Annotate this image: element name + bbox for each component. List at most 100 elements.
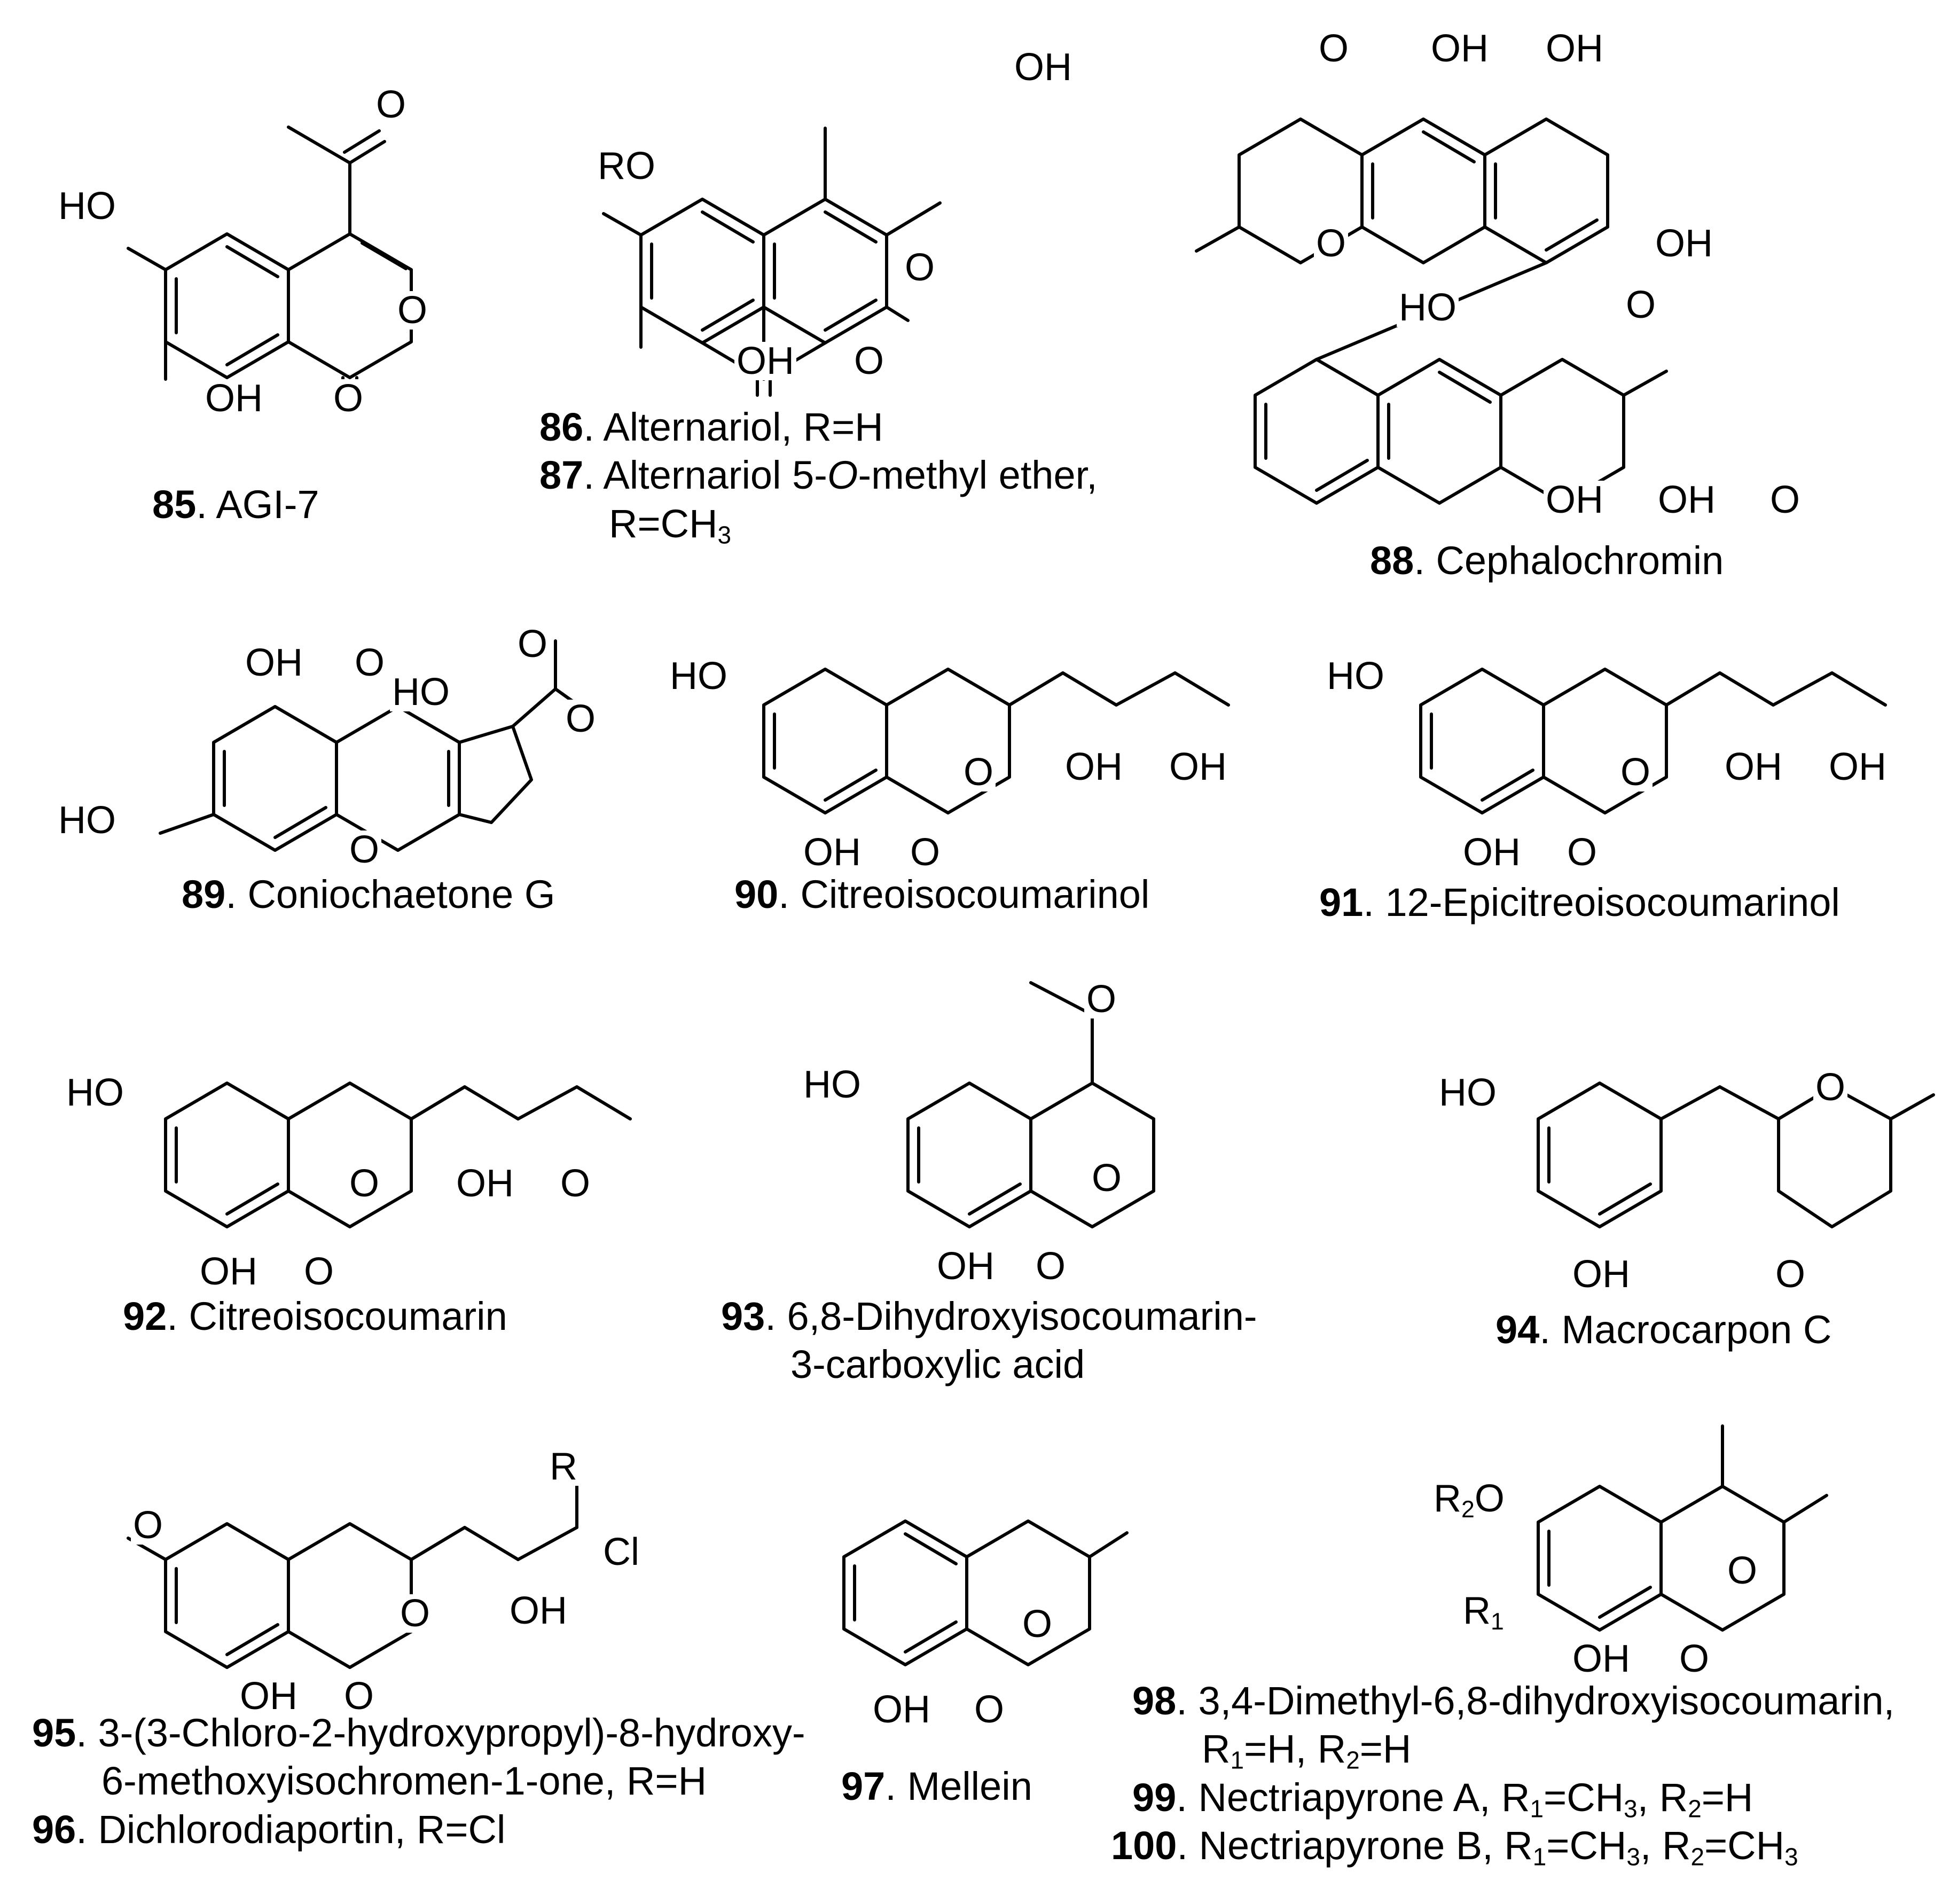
caption-93: 93. 6,8-Dihydroxyisocoumarin- 3-carboxyl… (721, 1294, 1257, 1387)
atom-97-carbonyl-o: O (972, 1690, 1007, 1729)
atom-92-ho: HO (64, 1074, 126, 1112)
atom-93-ring-o: O (1090, 1159, 1124, 1197)
caption-87-line2: R=CH3 (609, 501, 732, 549)
atom-94-ho: HO (1437, 1074, 1499, 1112)
atom-90-oh2: OH (1167, 748, 1229, 786)
atom-98-ring-o: O (1725, 1552, 1760, 1590)
atom-88-o-top: O (1317, 29, 1351, 68)
atom-89-ho: HO (390, 673, 452, 711)
structure-97 (842, 1519, 1129, 1666)
caption-92: 92. Citreoisocoumarin (123, 1294, 507, 1338)
atom-89-o-ketone: O (353, 644, 387, 682)
atom-89-ho-left: HO (56, 801, 118, 840)
atom-97-ring-o: O (1020, 1605, 1055, 1643)
structure-90 (762, 668, 1230, 814)
atom-92-ring-o: O (347, 1164, 382, 1203)
atom-88-oh-top2: OH (1544, 29, 1606, 68)
atom-91-oh1: OH (1722, 748, 1784, 786)
caption-91: 91. 12-Epicitreoisocoumarinol (1319, 880, 1840, 924)
atom-85-oh: OH (203, 379, 265, 418)
atom-89-ester-o: O (515, 625, 550, 663)
caption-86-87: 86. Alternariol, R=H 87. Alternariol 5-O… (539, 403, 1098, 548)
atom-86-carbonyl-o: O (852, 342, 887, 380)
structure-85 (127, 126, 413, 397)
caption-98-line2: R1=H, R2=H (1202, 1727, 1412, 1774)
atom-86-ring-o: O (903, 248, 937, 287)
atom-92-oh: OH (454, 1164, 516, 1203)
atom-85-ring-o: O (395, 291, 430, 330)
atom-92-oh-bottom: OH (198, 1252, 260, 1291)
atom-91-carbonyl-o: O (1565, 833, 1600, 872)
atom-98-oh: OH (1570, 1640, 1632, 1678)
structure-94 (1537, 1082, 1935, 1228)
atom-92-ketone-o: O (558, 1164, 593, 1203)
caption-87: 87. Alternariol 5-O-methyl ether, (539, 453, 1098, 498)
structure-95-96 (127, 1472, 578, 1669)
atom-89-oh: OH (243, 644, 305, 682)
atom-85-acetyl-o: O (374, 85, 409, 124)
atom-91-oh2: OH (1827, 748, 1889, 786)
atom-95-r: R (547, 1447, 580, 1486)
atom-95-methoxy-o: O (131, 1506, 166, 1545)
atom-94-oh: OH (1570, 1255, 1632, 1294)
caption-99: 99. Nectriapyrone A, R1=CH3, R2=H (1132, 1775, 1753, 1822)
atom-90-oh1: OH (1063, 748, 1125, 786)
atom-90-ho: HO (668, 657, 730, 695)
atom-86-oh: OH (1012, 48, 1074, 87)
atom-95-oh-bottom: OH (238, 1677, 300, 1715)
atom-85-carbonyl-o: O (331, 379, 366, 418)
caption-85: 85. AGI-7 (152, 482, 319, 527)
atom-90-oh-bottom: OH (801, 833, 863, 872)
atom-95-carbonyl-o: O (342, 1677, 377, 1715)
atom-93-carbonyl-o: O (1033, 1247, 1068, 1286)
structure-89 (159, 639, 594, 852)
structure-91 (1419, 668, 1887, 814)
atom-88-oh-bot2: OH (1656, 481, 1718, 519)
caption-98: 98. 3,4-Dimethyl-6,8-dihydroxyisocoumari… (1132, 1679, 1895, 1723)
caption-89: 89. Coniochaetone G (182, 872, 555, 916)
caption-96: 96. Dichlorodiaportin, R=Cl (32, 1807, 506, 1852)
atom-91-ho: HO (1325, 657, 1387, 695)
atom-88-o-bot: O (1768, 481, 1803, 519)
atom-94-o: O (1773, 1255, 1808, 1294)
structure-98-100 (1537, 1424, 1828, 1632)
structure-92 (164, 1082, 632, 1228)
caption-86: 86. Alternariol, R=H (539, 405, 883, 449)
atom-98-carbonyl-o: O (1677, 1640, 1712, 1678)
caption-98-100: 98. 3,4-Dimethyl-6,8-dihydroxyisocoumari… (1111, 1677, 1894, 1870)
atom-91-ring-o: O (1618, 753, 1653, 792)
atom-88-ring-o1: O (1314, 224, 1349, 263)
atom-90-ring-o: O (961, 753, 996, 792)
atom-88-ring-o2: O (1624, 286, 1658, 324)
atom-91-oh-bottom: OH (1461, 833, 1523, 872)
atom-95-oh: OH (507, 1592, 569, 1630)
caption-95: 95. 3-(3-Chloro-2-hydroxypropyl)-8-hydro… (32, 1711, 805, 1755)
atom-86-ro: RO (596, 147, 657, 185)
atom-95-ring-o: O (398, 1594, 433, 1633)
atom-93-acetyl-o: O (1084, 980, 1119, 1018)
atom-89-ring-o: O (347, 830, 382, 869)
atom-92-carbonyl-o: O (302, 1252, 336, 1291)
atom-95-cl: Cl (601, 1533, 641, 1571)
caption-94: 94. Macrocarpon C (1495, 1307, 1832, 1352)
caption-100: 100. Nectriapyrone B, R1=CH3, R2=CH3 (1111, 1823, 1798, 1871)
atom-97-oh: OH (871, 1690, 933, 1729)
atom-88-oh-top1: OH (1429, 29, 1491, 68)
atom-98-r1: R1 (1461, 1592, 1506, 1634)
atom-93-ho: HO (801, 1065, 863, 1104)
caption-88: 88. Cephalochromin (1370, 538, 1724, 583)
atom-88-oh-bot1: OH (1544, 481, 1606, 519)
atom-93-oh: OH (935, 1247, 997, 1286)
atom-85-ho: HO (56, 187, 118, 225)
caption-90: 90. Citreoisocoumarinol (734, 872, 1150, 916)
atom-98-r2o: R2O (1431, 1479, 1507, 1522)
atom-86-oh-bottom: OH (734, 342, 796, 380)
structure-86-87 (602, 127, 942, 397)
structure-93 (906, 981, 1155, 1228)
atom-88-oh-right: OH (1653, 224, 1715, 263)
caption-95-line2: 6-methoxyisochromen-1-one, R=H (101, 1759, 707, 1804)
atom-94-ring-o: O (1813, 1068, 1848, 1107)
atom-88-ho-left: HO (1397, 288, 1459, 327)
caption-95-96: 95. 3-(3-Chloro-2-hydroxypropyl)-8-hydro… (32, 1709, 805, 1854)
atom-90-carbonyl-o: O (908, 833, 943, 872)
